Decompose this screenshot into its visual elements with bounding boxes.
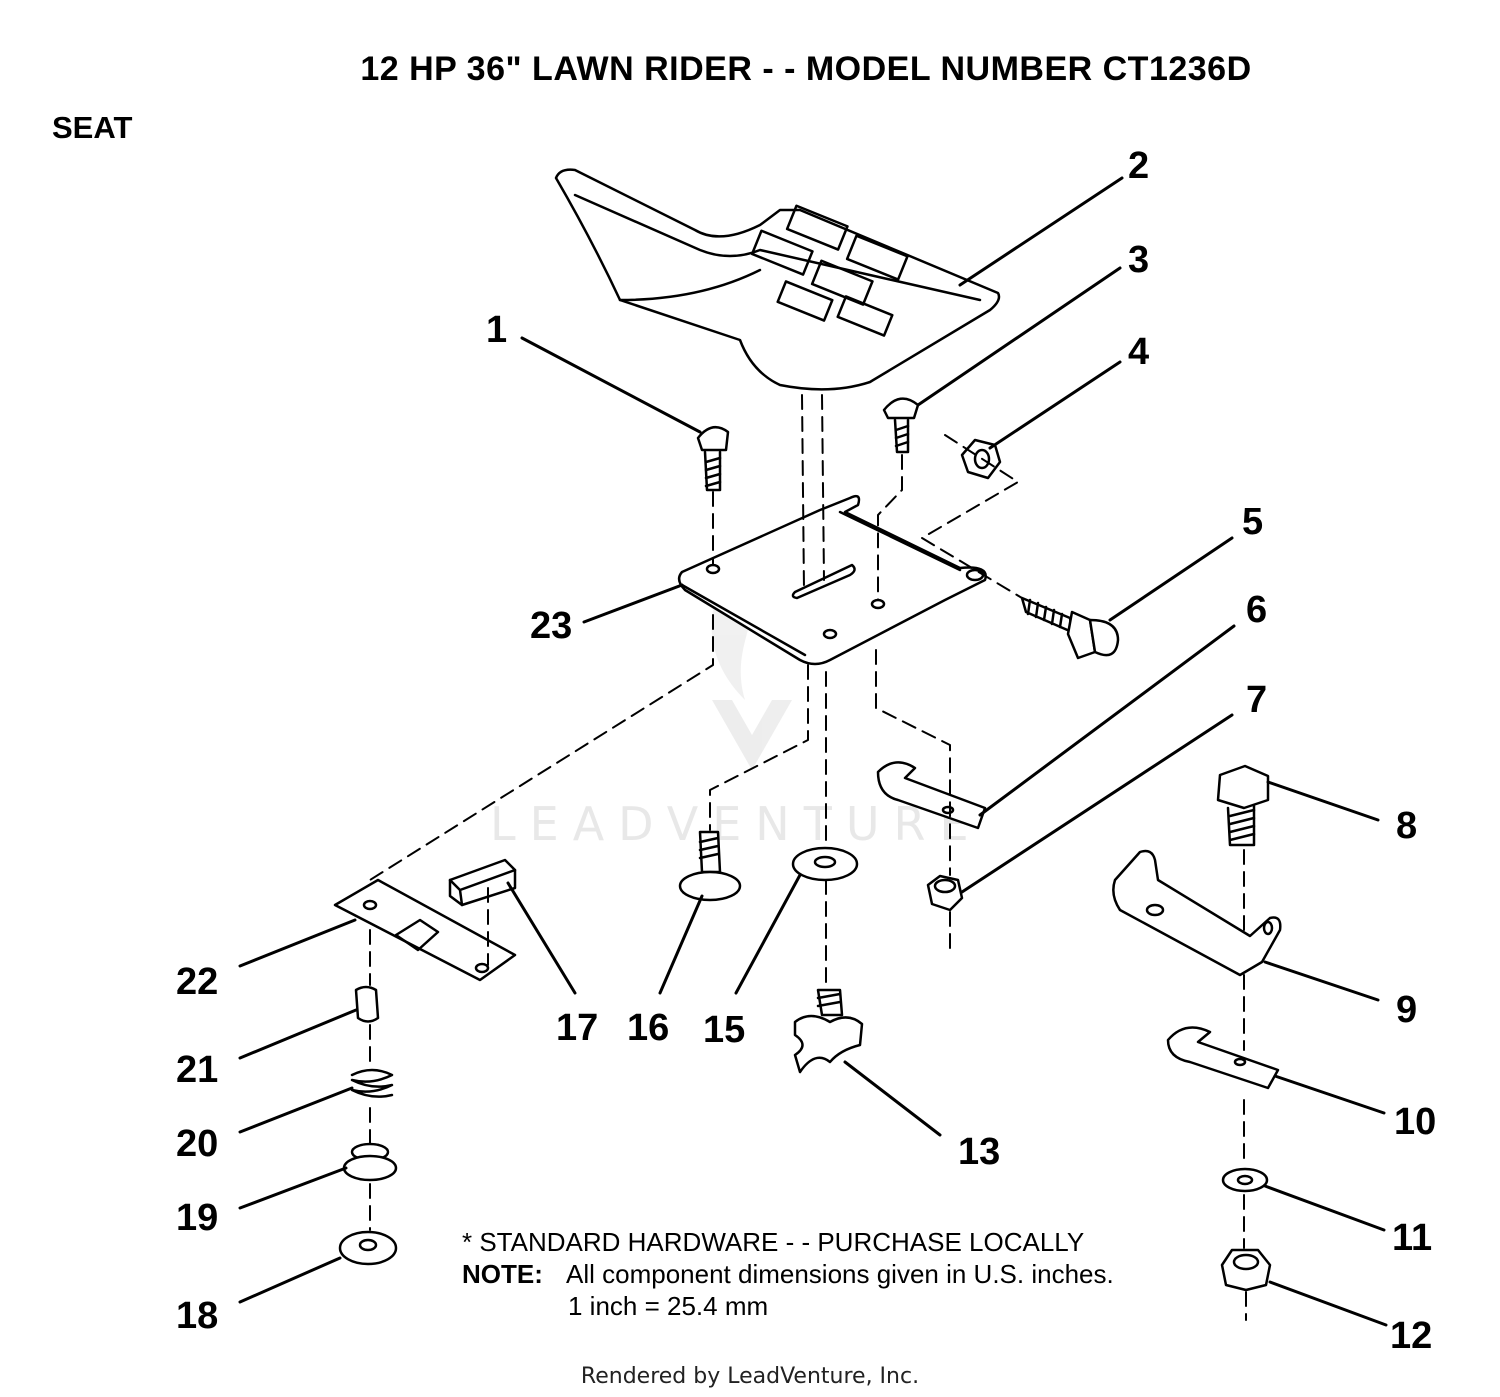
clip-part — [876, 761, 987, 830]
callout-11: 11 — [1392, 1217, 1432, 1259]
callout-15: 15 — [703, 1009, 745, 1051]
clip-part-2 — [1166, 1026, 1280, 1090]
note-line-2: 1 inch = 25.4 mm — [568, 1291, 769, 1321]
callout-3: 3 — [1128, 239, 1149, 281]
washer-part — [1221, 1167, 1269, 1193]
callout-21: 21 — [176, 1049, 218, 1091]
bushing-part — [342, 1142, 398, 1182]
callout-18: 18 — [176, 1295, 218, 1337]
callout-16: 16 — [627, 1007, 669, 1049]
callout-9: 9 — [1396, 989, 1417, 1031]
section-label: SEAT — [52, 110, 133, 145]
latch-bracket-part — [333, 878, 517, 982]
notes-block: * STANDARD HARDWARE - - PURCHASE LOCALLY… — [462, 1226, 1114, 1322]
spring-part — [350, 1068, 394, 1098]
leader-lines — [238, 176, 1388, 1327]
footer-credit: Rendered by LeadVenture, Inc. — [580, 1364, 920, 1389]
callout-7: 7 — [1246, 679, 1267, 721]
callout-22: 22 — [176, 961, 218, 1003]
seat-pan-bracket-part — [677, 494, 987, 666]
callout-4: 4 — [1128, 331, 1149, 373]
callout-5: 5 — [1242, 501, 1263, 543]
shoulder-bolt-part — [1020, 596, 1120, 660]
seat-bracket-part — [1112, 849, 1282, 977]
conversion-note: 1 inch = 25.4 mm — [462, 1290, 1114, 1322]
callout-2: 2 — [1128, 145, 1149, 187]
pin-part — [354, 985, 380, 1023]
callout-12: 12 — [1390, 1315, 1432, 1357]
callout-numbers: 1 2 3 4 5 6 7 8 9 10 11 12 13 15 16 17 1… — [176, 145, 1436, 1357]
flange-bolt-part — [678, 830, 742, 902]
flat-washer-part — [791, 846, 859, 882]
callout-23: 23 — [530, 605, 572, 647]
callout-17: 17 — [556, 1007, 598, 1049]
flange-nut-part — [338, 1230, 398, 1266]
dimension-note: NOTE: All component dimensions given in U… — [462, 1258, 1114, 1290]
callout-10: 10 — [1394, 1101, 1436, 1143]
watermark-logo: LEADVENTURE — [490, 560, 983, 851]
seat-knob-part — [793, 988, 864, 1074]
spacer-part — [448, 858, 517, 907]
note-line-1: All component dimensions given in U.S. i… — [566, 1259, 1114, 1289]
hex-bolt-part — [1216, 764, 1270, 847]
seat-part — [554, 168, 1001, 391]
callout-19: 19 — [176, 1197, 218, 1239]
carriage-bolt-part — [696, 425, 730, 492]
assembly-guide-lines — [369, 394, 1247, 1321]
watermark-text: LEADVENTURE — [490, 797, 983, 851]
callout-13: 13 — [958, 1131, 1000, 1173]
diagram-title: 12 HP 36" LAWN RIDER - - MODEL NUMBER CT… — [360, 50, 1252, 88]
screw-part — [882, 397, 920, 454]
standard-hardware-note: * STANDARD HARDWARE - - PURCHASE LOCALLY — [462, 1227, 1085, 1257]
callout-20: 20 — [176, 1123, 218, 1165]
lock-nut-part-2 — [1220, 1248, 1272, 1292]
callout-1: 1 — [486, 309, 507, 351]
callout-6: 6 — [1246, 589, 1267, 631]
note-label: NOTE: — [462, 1259, 543, 1289]
hex-nut-part — [960, 438, 1002, 480]
callout-8: 8 — [1396, 805, 1417, 847]
lock-nut-part — [926, 874, 964, 912]
